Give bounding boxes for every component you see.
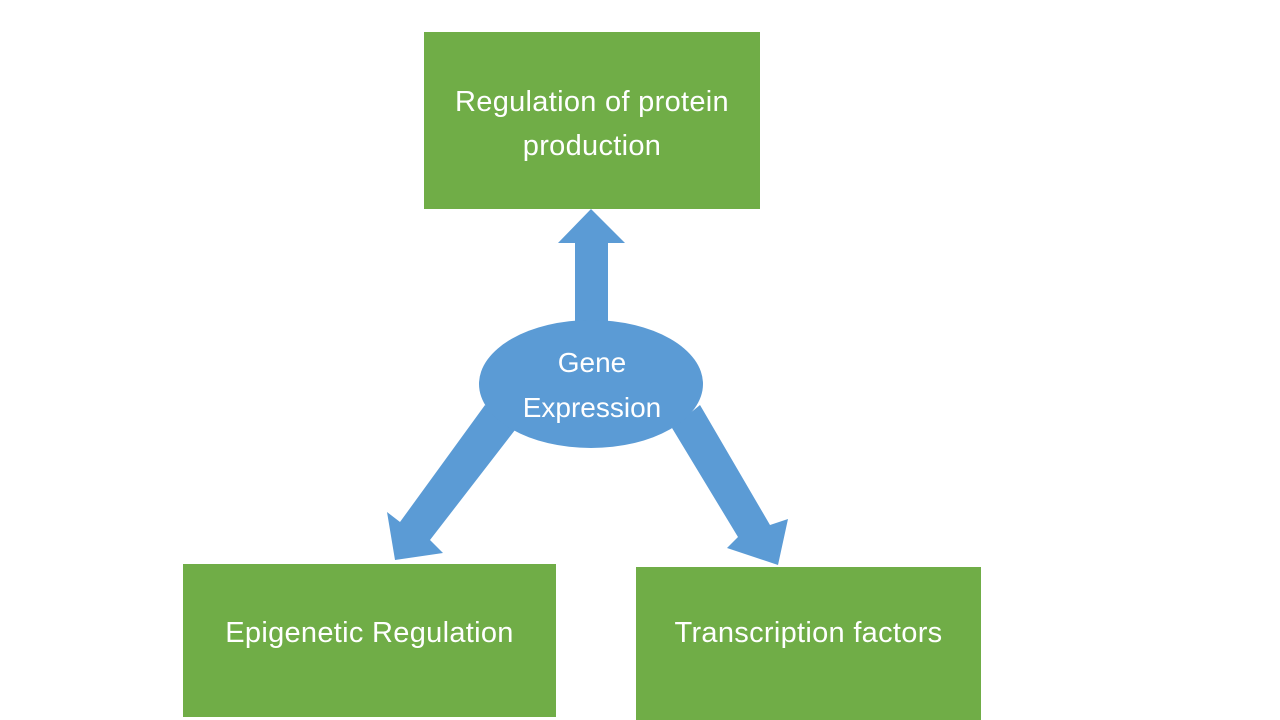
- right-box-label: Transcription factors: [674, 617, 943, 649]
- left-box-label: Epigenetic Regulation: [225, 617, 514, 649]
- gene-expression-node: Gene Expression: [480, 320, 704, 450]
- arrow-down-left: [387, 405, 515, 560]
- center-label-line1: Gene: [557, 347, 627, 378]
- gene-expression-ellipse: [479, 320, 703, 448]
- center-label-line2: Expression: [522, 392, 662, 423]
- regulation-of-protein-production-box: Regulation of protein production: [424, 32, 760, 209]
- top-box-line2: production: [522, 130, 662, 162]
- top-box-line1: Regulation of protein: [455, 86, 729, 118]
- arrow-down-right: [672, 405, 788, 565]
- arrow-up: [558, 209, 625, 330]
- epigenetic-regulation-box: Epigenetic Regulation: [183, 564, 556, 717]
- transcription-factors-box: Transcription factors: [636, 567, 981, 720]
